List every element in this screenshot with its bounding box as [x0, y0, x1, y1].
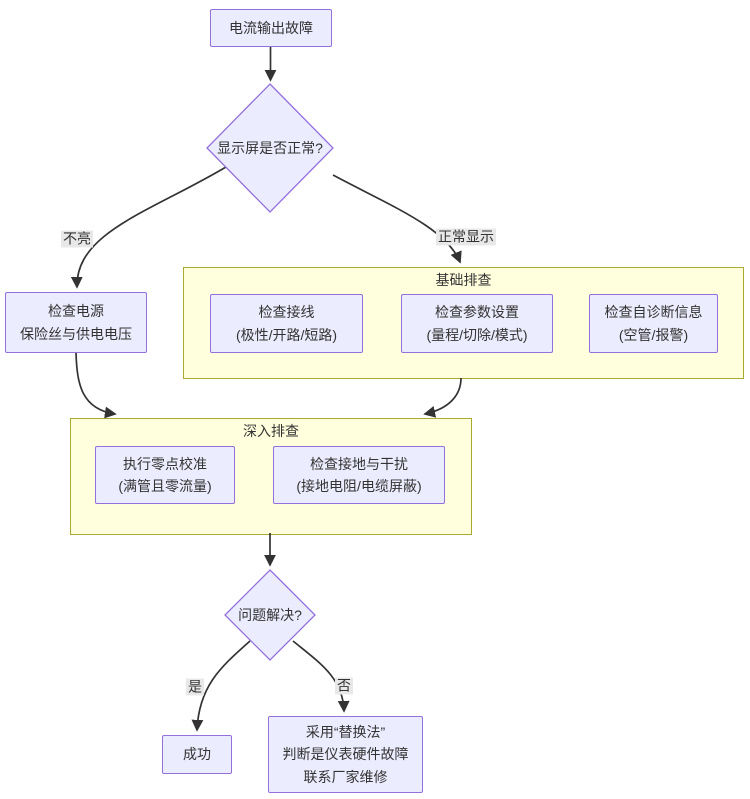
edge-power-to-deep — [75, 352, 117, 419]
node-start-label: 电流输出故障 — [229, 19, 313, 36]
edge-label-no: 否 — [335, 677, 353, 695]
node-check-wiring-line2: (极性/开路/短路) — [235, 326, 338, 343]
node-check-selfdiag-line1: 检查自诊断信息 — [604, 304, 703, 321]
node-check-selfdiag: 检查自诊断信息 (空管/报警) — [589, 294, 718, 353]
node-check-params-line2: (量程/切除/模式) — [426, 326, 528, 343]
edge-label-yes: 是 — [186, 678, 204, 696]
node-check-wiring-line1: 检查接线 — [258, 304, 315, 321]
node-replace-line3: 联系厂家维修 — [303, 768, 388, 785]
node-check-selfdiag-line2: (空管/报警) — [618, 326, 689, 343]
node-zero-calibration-line1: 执行零点校准 — [123, 455, 207, 472]
node-success-label: 成功 — [183, 746, 211, 763]
cluster-deep-title: 深入排查 — [243, 423, 299, 439]
node-check-wiring: 检查接线 (极性/开路/短路) — [210, 294, 363, 353]
node-check-params: 检查参数设置 (量程/切除/模式) — [401, 294, 553, 353]
edge-solved-to-success — [191, 640, 251, 732]
edge-label-dark: 不亮 — [61, 230, 93, 248]
edge-display-to-power — [70, 166, 227, 289]
node-check-params-line1: 检查参数设置 — [435, 304, 519, 321]
node-replace-method: 采用“替换法” 判断是仪表硬件故障 联系厂家维修 — [268, 716, 423, 793]
node-success: 成功 — [162, 735, 232, 774]
edge-basic-to-deep — [423, 377, 462, 418]
cluster-basic-title: 基础排查 — [435, 272, 492, 288]
node-replace-line1: 采用“替换法” — [305, 723, 386, 740]
edge-solved-to-replace — [292, 640, 350, 713]
node-zero-calibration: 执行零点校准 (满管且零流量) — [95, 446, 235, 504]
node-check-grounding-line2: (接地电阻/电缆屏蔽) — [296, 478, 422, 494]
edge-label-normal: 正常显示 — [436, 228, 496, 246]
edge-display-to-basic — [332, 174, 462, 264]
decision-display-diamond — [206, 83, 334, 213]
node-check-power: 检查电源 保险丝与供电电压 — [5, 292, 147, 353]
node-check-power-line2: 保险丝与供电电压 — [20, 325, 132, 342]
node-check-grounding: 检查接地与干扰 (接地电阻/电缆屏蔽) — [273, 446, 445, 504]
node-zero-calibration-line2: (满管且零流量) — [118, 478, 212, 494]
node-replace-line2: 判断是仪表硬件故障 — [282, 746, 409, 763]
decision-solved-diamond — [224, 569, 316, 661]
decision-display-label: 显示屏是否正常? — [217, 140, 323, 156]
node-check-power-line1: 检查电源 — [48, 303, 104, 320]
decision-solved-label: 问题解决? — [238, 607, 302, 623]
node-start: 电流输出故障 — [210, 9, 332, 47]
node-check-grounding-line1: 检查接地与干扰 — [310, 455, 408, 472]
